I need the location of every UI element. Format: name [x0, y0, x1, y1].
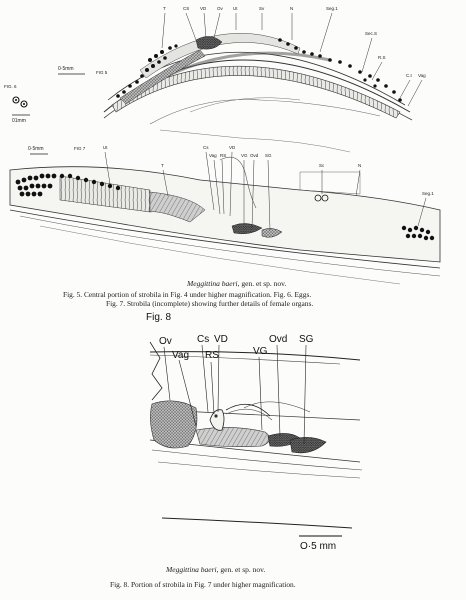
fig5-label-ut: Ut: [233, 6, 238, 11]
fig8-label-cs: Cs: [197, 334, 210, 345]
fig7-label-ovd: Ovd: [250, 153, 259, 158]
fig7-label-vd: VD: [229, 145, 236, 150]
fig5-label-ct: C.t: [406, 73, 412, 78]
fig7-label-rs: RS: [220, 153, 227, 158]
species-name-upper: Meggittina baeri, gen. et sp. nov.: [187, 279, 286, 288]
fig5-label-seg1: Seg.1: [326, 6, 338, 11]
fig5-label-t: T: [163, 6, 166, 11]
fig8-label-vg: VG: [253, 346, 268, 357]
fig6-eggs: [12, 96, 30, 116]
fig6-tag: FIG. 6: [4, 84, 17, 89]
fig5-label-rs: R.S: [378, 55, 386, 60]
fig8-drawing: [149, 341, 363, 537]
fig7-label-t: T: [161, 163, 164, 168]
fig5-label-cs: CS: [183, 6, 190, 11]
fig7-scale-label: 0·5mm: [28, 146, 44, 152]
fig8-label-vag: Vag: [172, 350, 190, 361]
fig8-scale-label: O·5 mm: [300, 541, 337, 552]
fig5-label-secs: Sec.S: [365, 31, 378, 36]
fig5-label-vd: VD: [200, 6, 207, 11]
fig7-label-cs: Cs: [203, 145, 209, 150]
fig7-label-vag: Vag: [209, 153, 217, 158]
fig7-label-sc: Sc: [319, 163, 325, 168]
species-name-upper-suffix: , gen. et sp. nov.: [237, 279, 287, 288]
species-name-lower-suffix: , gen. et sp. nov.: [216, 565, 266, 574]
fig8-tag: Fig. 8: [146, 312, 172, 323]
fig7-label-n: N: [358, 163, 362, 168]
caption-fig7: Fig. 7. Strobila (incomplete) showing fu…: [106, 299, 314, 308]
fig7-tag: FIG 7: [74, 146, 86, 151]
species-name-lower-italic: Meggittina baeri: [166, 565, 217, 574]
fig7-label-seg1: Seg.1: [422, 191, 434, 196]
species-name-lower: Meggittina baeri, gen. et sp. nov.: [166, 565, 265, 574]
fig5-scale-label: 0·5mm: [58, 66, 74, 72]
fig5-label-n: N: [290, 6, 294, 11]
fig7-label-sg: SG: [265, 153, 272, 158]
fig5-label-sv: Sv: [259, 6, 265, 11]
fig8-label-sg: SG: [299, 334, 314, 345]
fig6-scale-label: 01mm: [12, 118, 26, 124]
fig5-label-ov: Ov: [217, 6, 223, 11]
caption-fig5-6: Fig. 5. Central portion of strobila in F…: [63, 290, 312, 299]
fig5-tag: FIG 5: [96, 70, 108, 75]
fig8-label-ovd: Ovd: [269, 334, 288, 345]
fig8-label-ov: Ov: [159, 336, 172, 347]
fig5-label-vag: Vag: [418, 73, 426, 78]
fig7-label-ut: Ut: [103, 145, 108, 150]
fig8-label-vd: VD: [214, 334, 228, 345]
fig5-drawing: [103, 12, 423, 153]
fig7-label-vg: VG: [241, 153, 248, 158]
fig8-label-rs: RS: [205, 350, 219, 361]
fig7-drawing: [9, 151, 441, 285]
caption-fig8: Fig. 8. Portion of strobila in Fig. 7 un…: [110, 580, 296, 589]
species-name-upper-italic: Meggittina baeri: [187, 279, 238, 288]
